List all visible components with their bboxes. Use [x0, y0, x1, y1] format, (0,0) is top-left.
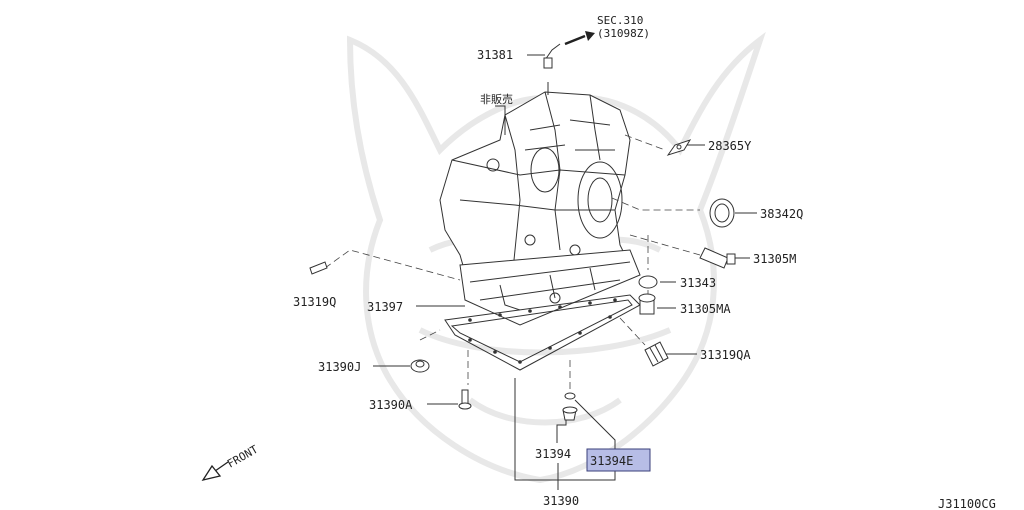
- label-front: FRONT: [225, 443, 261, 471]
- label-31394[interactable]: 31394: [535, 447, 571, 461]
- label-31305M[interactable]: 31305M: [753, 252, 796, 266]
- label-sec-ref[interactable]: SEC.310: [597, 14, 643, 27]
- leader-lines: [373, 54, 757, 490]
- label-28365Y[interactable]: 28365Y: [708, 139, 752, 153]
- label-31319QA[interactable]: 31319QA: [700, 348, 751, 362]
- reference-lines: [324, 134, 701, 390]
- label-31390[interactable]: 31390: [543, 494, 579, 508]
- transmission-housing: [439, 82, 641, 326]
- label-31343[interactable]: 31343: [680, 276, 716, 290]
- label-38342Q[interactable]: 38342Q: [760, 207, 803, 221]
- label-31390J[interactable]: 31390J: [318, 360, 361, 374]
- label-31394E[interactable]: 31394E: [590, 454, 633, 468]
- label-31305MA[interactable]: 31305MA: [680, 302, 731, 316]
- pan-gasket: [444, 294, 641, 371]
- diagram-code: J31100CG: [938, 497, 996, 510]
- small-parts: [309, 31, 736, 421]
- part-highlight-31394E[interactable]: [586, 448, 651, 472]
- label-31390A[interactable]: 31390A: [369, 398, 413, 412]
- label-sec-ref-sub: (31098Z): [597, 27, 650, 40]
- label-not-sold: 非販売: [480, 93, 513, 106]
- front-arrow-icon: [201, 461, 229, 482]
- label-31319Q[interactable]: 31319Q: [293, 295, 336, 309]
- label-31381[interactable]: 31381: [477, 48, 513, 62]
- label-31397[interactable]: 31397: [367, 300, 403, 314]
